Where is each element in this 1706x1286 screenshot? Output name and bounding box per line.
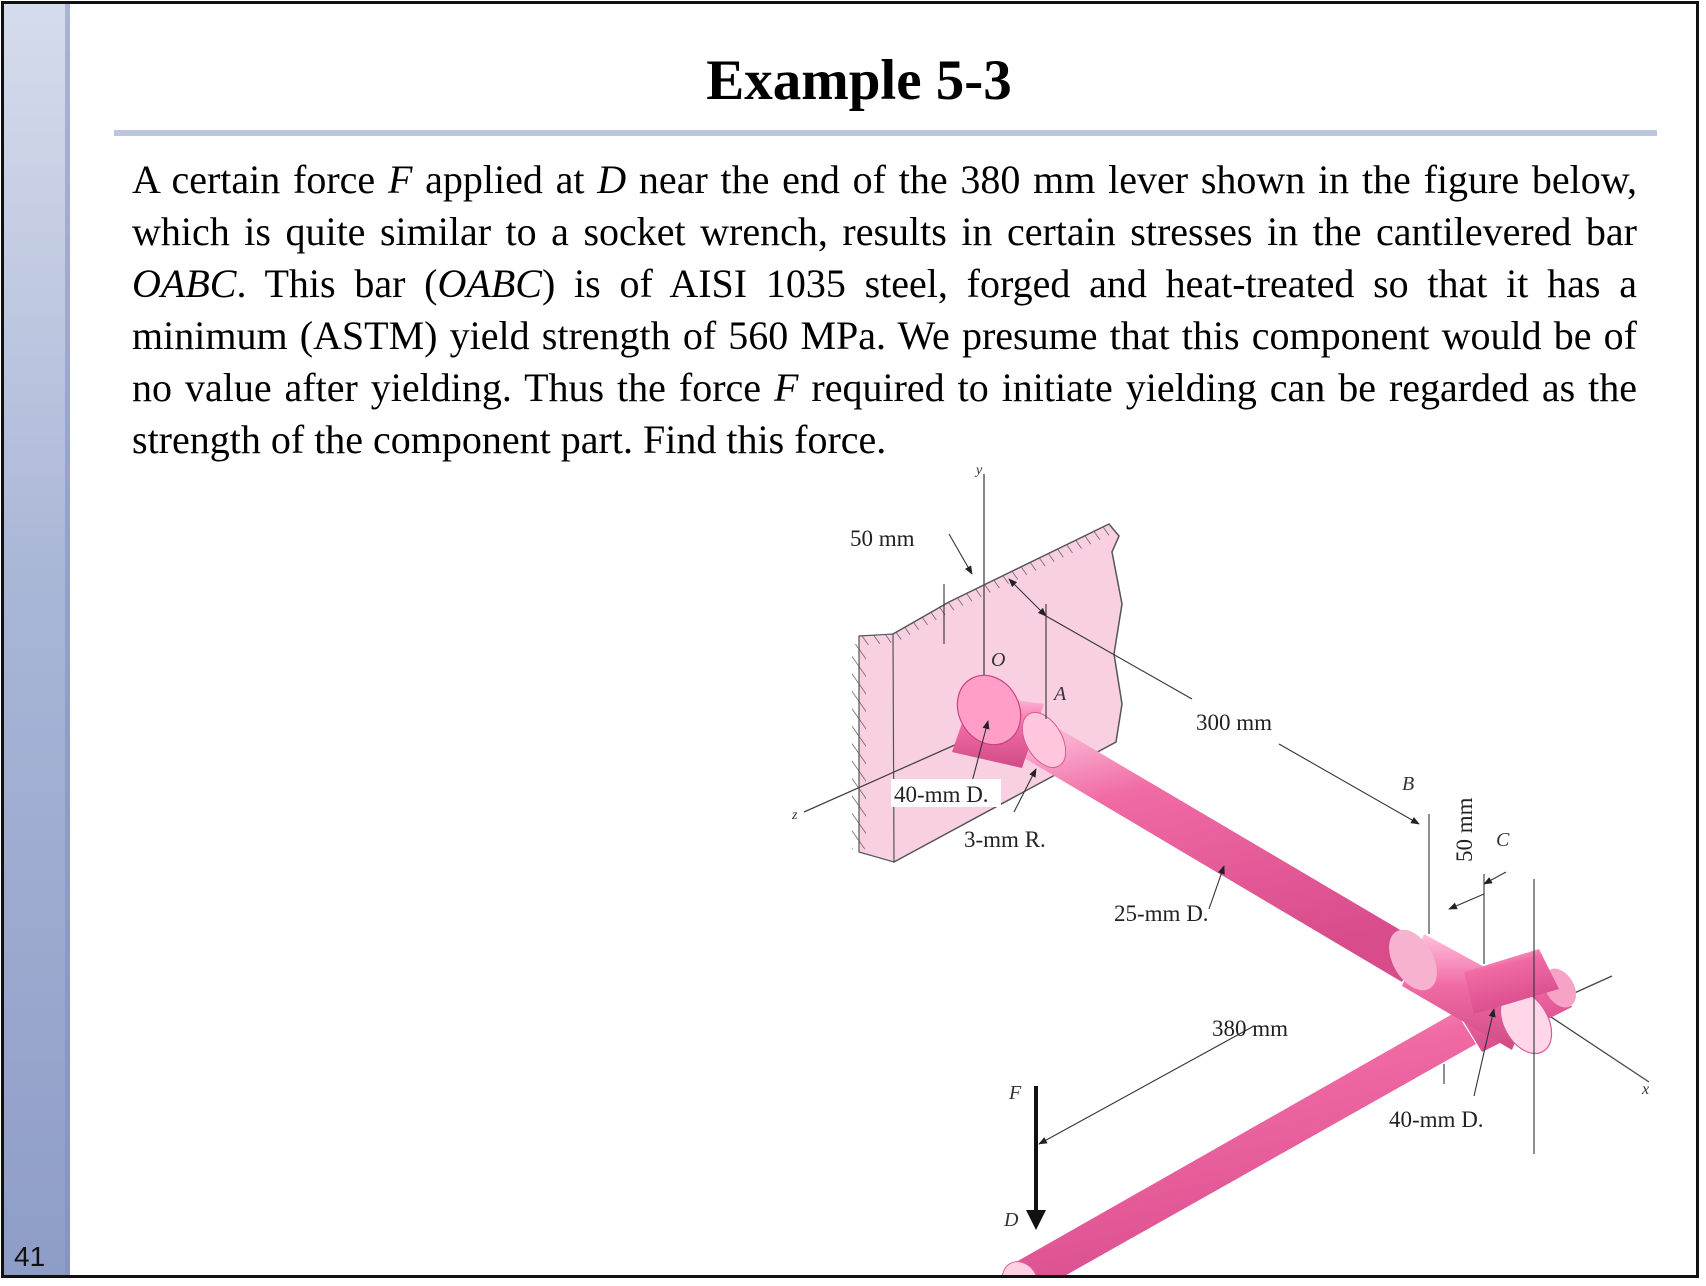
point-d-label: D [1003,1209,1019,1231]
label-bg [891,779,1001,807]
slide-number: 41 [14,1241,46,1272]
dim-25mm: 25-mm D. [1114,901,1209,926]
dim-300mm: 300 mm [1196,710,1272,735]
slide-title: Example 5-3 [706,49,1012,112]
axis-x-label: x [1641,1081,1649,1098]
paragraph-run: near the end of the 380 mm lever shown i… [132,157,1638,254]
force-f-label: F [1008,1082,1022,1104]
lever-figure: 50 mm 300 mm 40-mm D. 3-mm R. 25-mm D. 3… [791,463,1650,1275]
title-divider [114,130,1657,136]
paragraph-run: A certain force [132,157,388,202]
point-c-label: C [1496,829,1510,851]
dim-50mm-vertical: 50 mm [1452,797,1477,862]
dim-40mm-left: 40-mm D. [894,782,989,807]
point-a-label: A [1052,683,1067,705]
paragraph-run: required to initiate yielding can be reg… [132,365,1637,462]
slide-sidebar [4,4,70,1275]
paragraph-run: applied at [412,157,598,202]
dim-380mm: 380 mm [1212,1016,1288,1041]
paragraph-run: ) is of AISI 1035 steel, forged and heat… [132,261,1637,410]
point-b-label: B [1402,773,1414,795]
dim-3mm-r: 3-mm R. [964,827,1046,852]
point-o-label: O [991,649,1005,671]
dimension-lines [943,533,1535,1154]
paragraph-italic-run: D [597,157,627,202]
axis-z-label: z [791,808,798,823]
dim-40mm-right: 40-mm D. [1389,1107,1484,1132]
paragraph-italic-run: OABC [132,261,237,306]
paragraph-italic-run: F [774,365,799,410]
paragraph-italic-run: OABC [437,261,542,306]
paragraph-run: . This bar ( [236,261,438,306]
bar-oabc [952,674,1559,1055]
dim-50mm-top: 50 mm [850,526,915,551]
problem-statement: A certain force F applied at D near the … [132,154,1637,466]
paragraph-italic-run: F [387,157,413,202]
axis-y-label: y [974,463,983,478]
